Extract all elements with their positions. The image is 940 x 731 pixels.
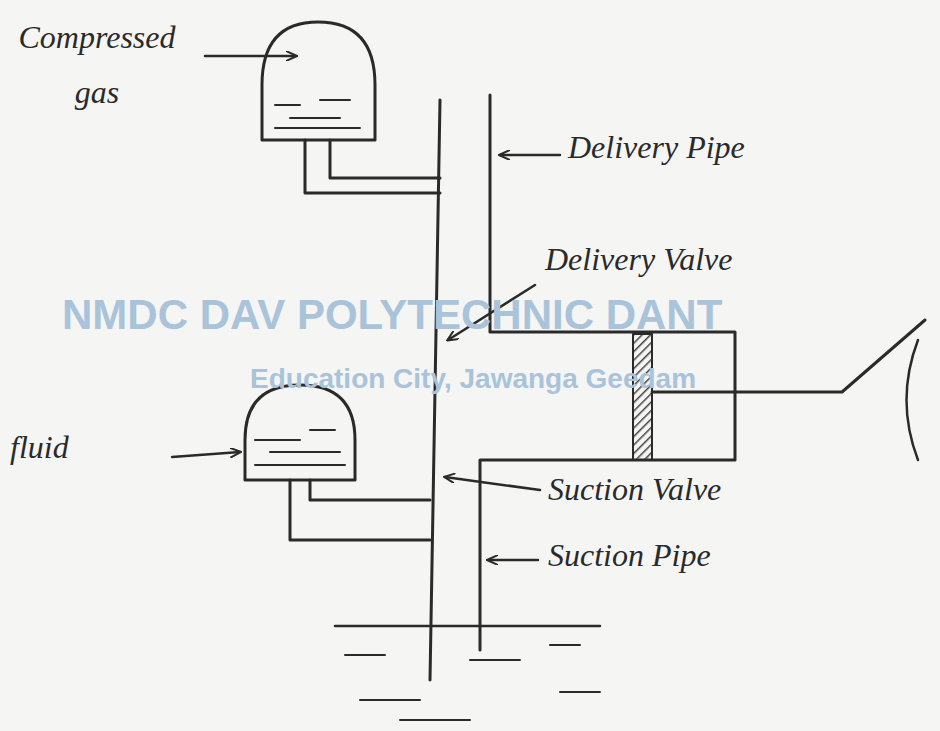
- part-label: fluid: [10, 428, 69, 466]
- air-vessel: [262, 22, 375, 140]
- part-label: Delivery Valve: [545, 240, 732, 278]
- part-label: Compressed gas: [12, 10, 182, 120]
- part-label: Delivery Pipe: [568, 128, 745, 166]
- part-label: Suction Pipe: [548, 536, 711, 574]
- part-label: Suction Valve: [548, 470, 721, 508]
- air-vessel: [245, 385, 355, 480]
- watermark: NMDC DAV POLYTECHNIC DANT: [62, 292, 722, 338]
- watermark: Education City, Jawanga Geedam: [250, 364, 696, 395]
